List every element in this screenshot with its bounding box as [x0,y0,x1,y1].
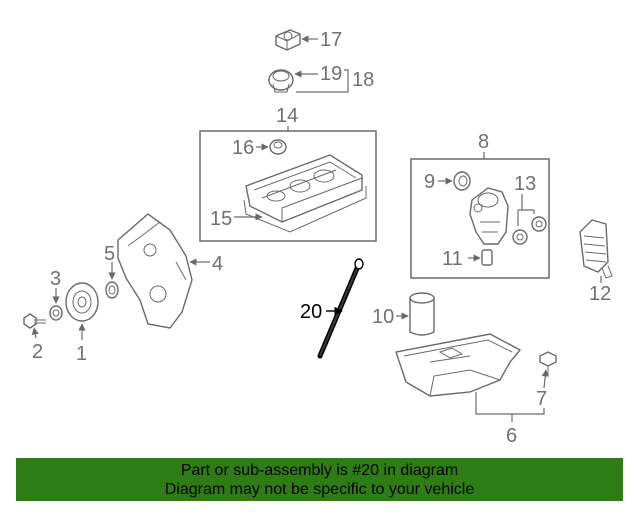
callout-6[interactable]: 6 [506,425,517,447]
callout-9[interactable]: 9 [424,171,435,193]
part-oil-pump[interactable] [469,187,509,245]
callout-15[interactable]: 15 [210,208,232,230]
part-11-filter-element[interactable] [481,249,493,266]
part-4-timing-cover[interactable] [117,213,193,329]
callout-10[interactable]: 10 [372,306,394,328]
part-13-bushing[interactable] [512,216,547,245]
callout-11[interactable]: 11 [442,248,463,270]
oil-pump-group-box [410,158,550,279]
callout-14[interactable]: 14 [276,105,298,127]
callout-17[interactable]: 17 [320,29,342,51]
part-1-balancer[interactable] [65,282,99,322]
part-17-filler-cap[interactable] [275,29,301,51]
part-2-bolt[interactable] [23,313,46,329]
part-5-seal[interactable] [105,281,119,299]
callout-20[interactable]: 20 [300,301,322,323]
callout-16[interactable]: 16 [232,137,254,159]
part-10-oil-filter[interactable] [409,292,435,336]
banner-line-1: Part or sub-assembly is #20 in diagram [180,462,459,479]
info-banner: Part or sub-assembly is #20 in diagram D… [16,458,623,501]
callout-5[interactable]: 5 [104,243,115,265]
callout-13[interactable]: 13 [514,173,536,195]
part-7-drain-plug[interactable] [539,351,557,376]
callout-2[interactable]: 2 [32,341,43,363]
part-9-seal[interactable] [453,171,471,191]
callout-12[interactable]: 12 [589,283,611,305]
callout-8[interactable]: 8 [478,131,489,153]
callout-7[interactable]: 7 [536,388,547,410]
part-20-oil-dipstick[interactable] [317,258,364,359]
valve-cover-group-box [199,130,377,242]
callout-19[interactable]: 19 [320,63,342,85]
part-16-seal[interactable] [269,139,287,155]
callout-1[interactable]: 1 [76,343,87,365]
part-oil-pan[interactable] [395,333,522,397]
callout-4[interactable]: 4 [212,253,223,275]
part-3-washer[interactable] [49,305,63,321]
part-19-cap[interactable] [268,69,294,93]
part-valve-cover[interactable] [243,154,367,233]
callout-18[interactable]: 18 [352,69,374,91]
banner-line-2: Diagram may not be specific to your vehi… [164,481,475,498]
part-12-oil-cooler[interactable] [579,219,613,279]
callout-3[interactable]: 3 [50,268,61,290]
parts-diagram: 17 19 18 14 16 15 8 9 13 [23,29,613,447]
